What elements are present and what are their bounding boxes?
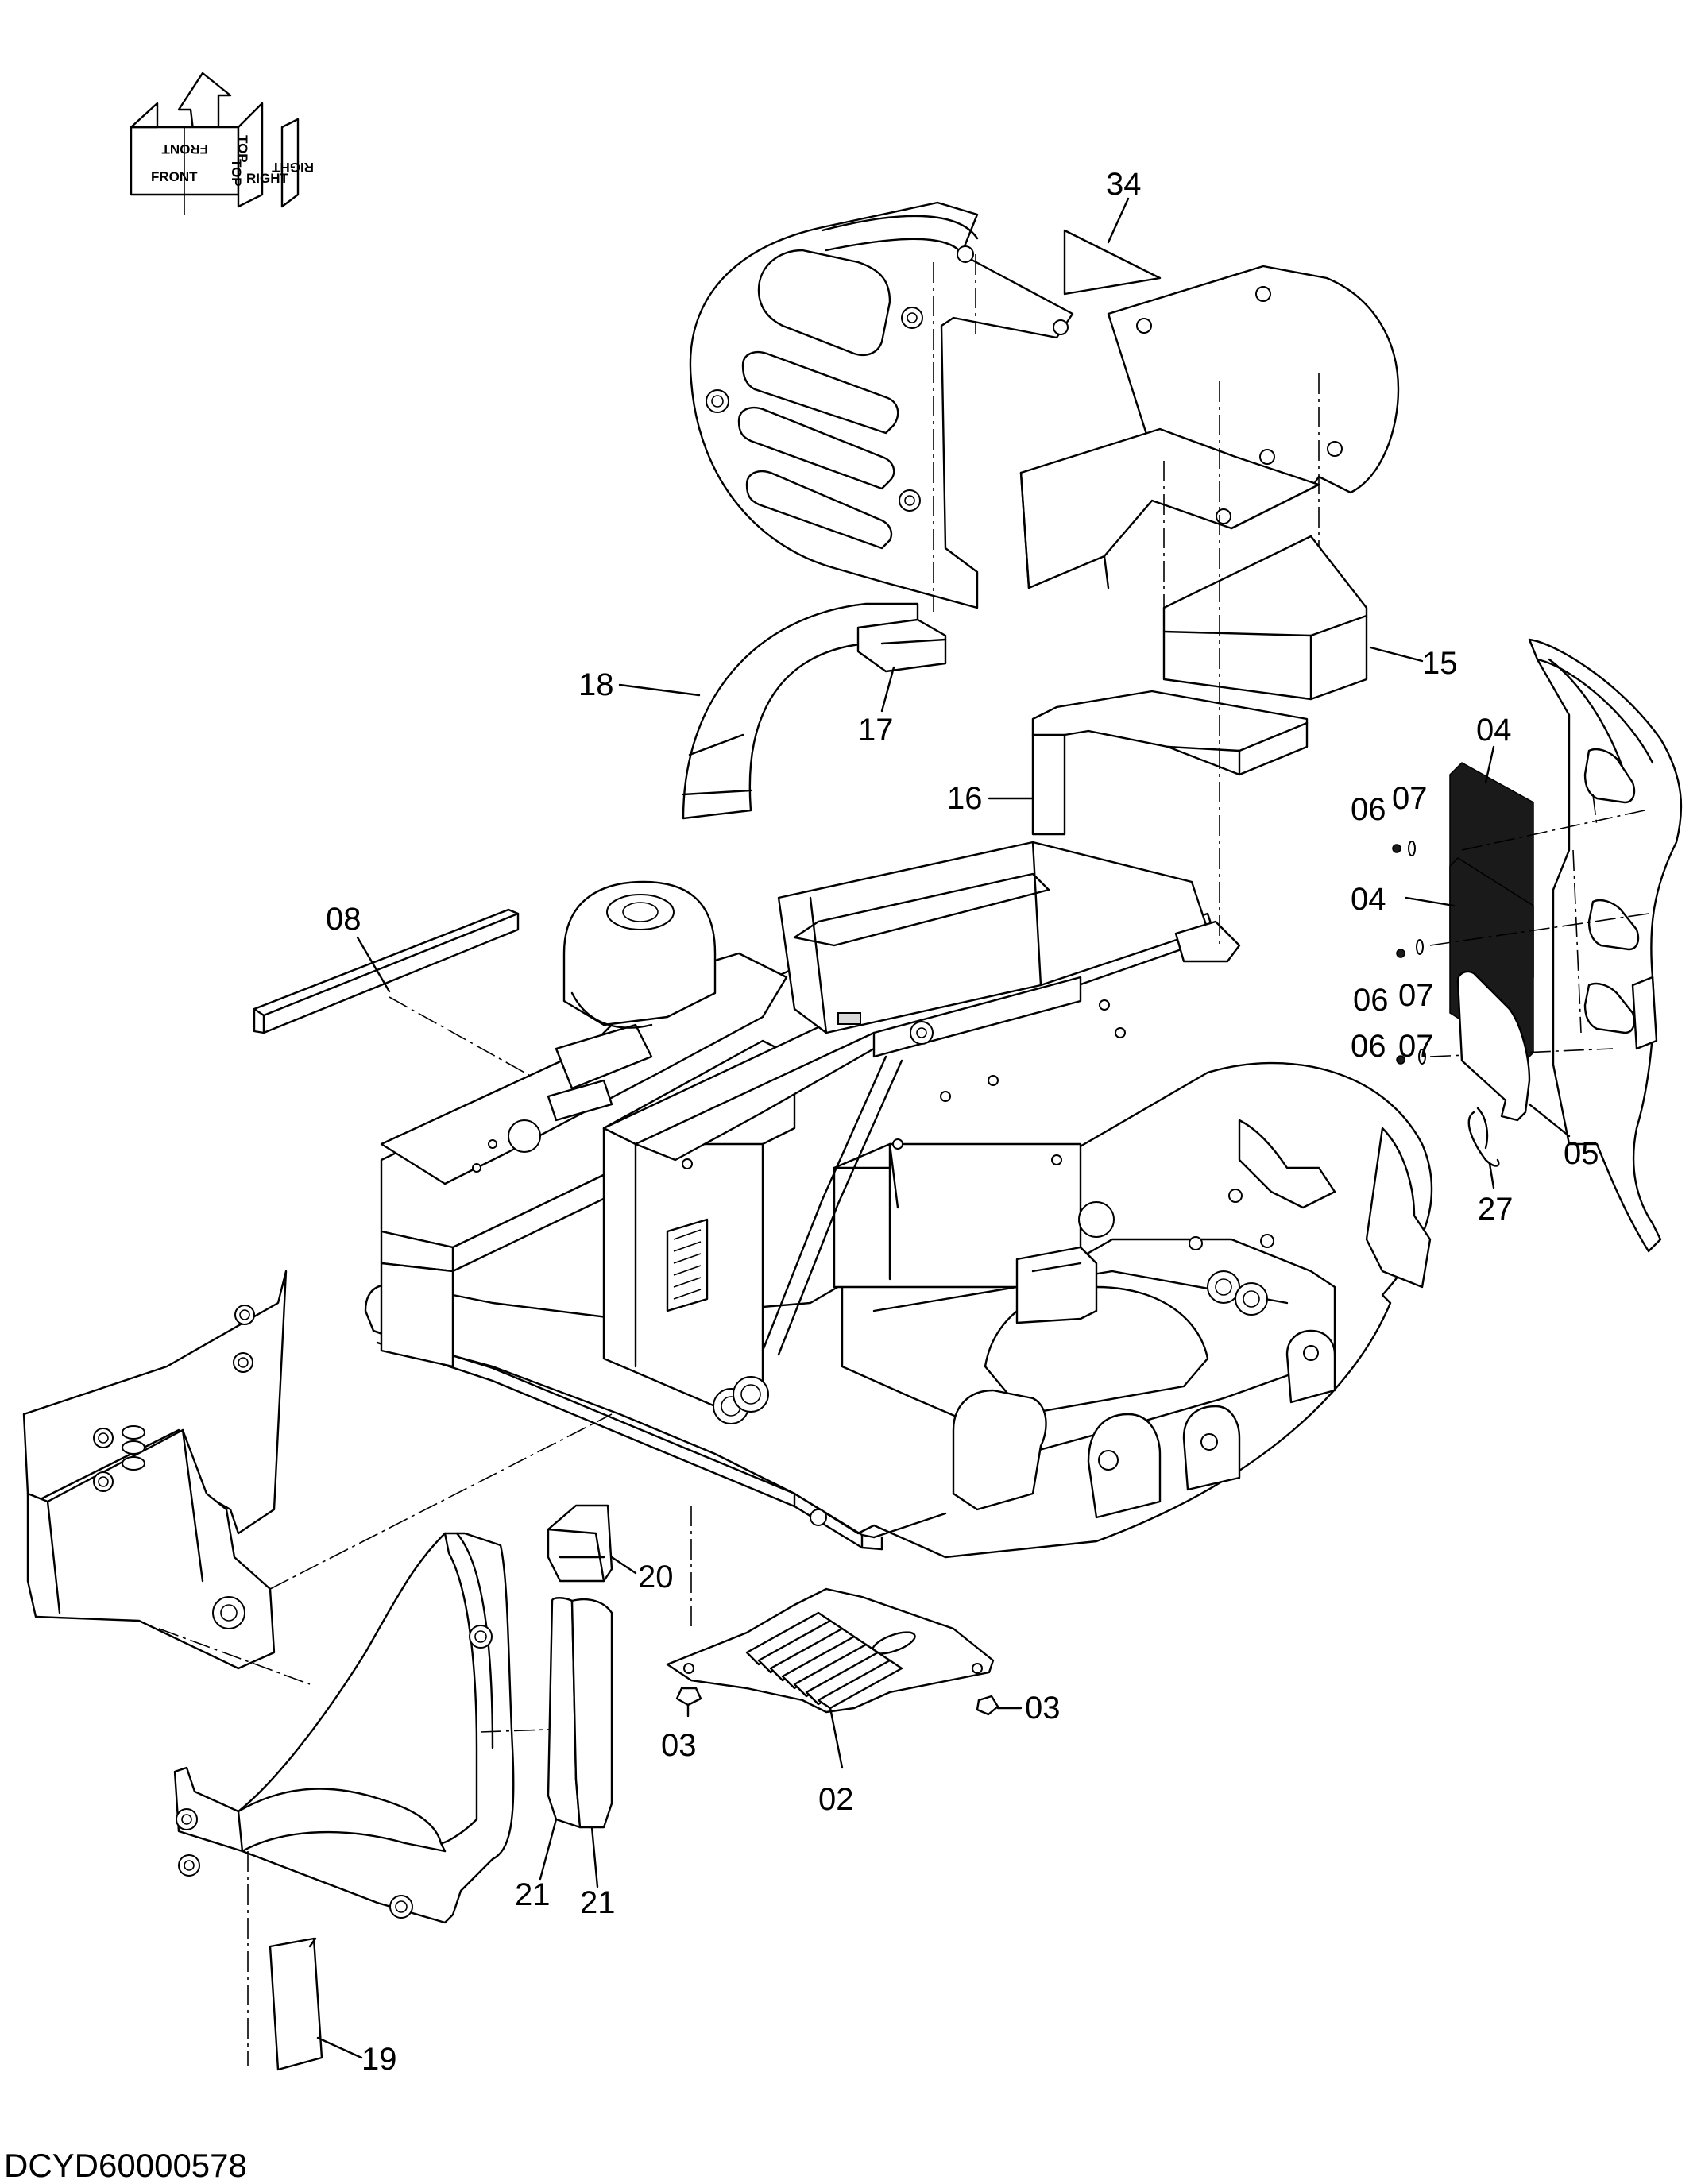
louvres	[745, 1611, 903, 1710]
orientation-label-front: FRONT	[151, 169, 198, 184]
right-side-door	[1528, 638, 1683, 1253]
part-02-under-cover: 02	[666, 1587, 995, 1817]
part-05-plate: 05	[1456, 970, 1599, 1171]
callout-17: 17	[858, 713, 894, 748]
callout-04-lower: 04	[1351, 882, 1386, 917]
callout-21-left: 21	[515, 1877, 551, 1912]
callout-03-right: 03	[1025, 1691, 1061, 1726]
lower-front-cover	[158, 1532, 593, 1924]
main-frame	[364, 381, 1433, 1629]
vent-grille	[673, 1229, 702, 1300]
orientation-label-front-mirror: FRONT	[161, 141, 208, 157]
callout-20: 20	[638, 1560, 674, 1595]
callout-06-middle: 06	[1353, 983, 1389, 1018]
orientation-arrows-icon: FRONT TOP RIGHT FRONT TOP RIGHT	[130, 72, 315, 215]
part-17-pad: 17	[856, 618, 947, 748]
callout-07-middle: 07	[1398, 978, 1434, 1013]
orientation-label-top: TOP	[229, 159, 244, 187]
callout-16: 16	[947, 781, 983, 816]
part-34-plate	[1063, 229, 1162, 296]
rear-hood-cover	[689, 201, 1074, 612]
drawing-code: DCYD60000578	[4, 2147, 247, 2184]
callout-19: 19	[361, 2042, 397, 2077]
part-15-insulation: 15	[1162, 535, 1458, 701]
callout-05: 05	[1564, 1136, 1599, 1171]
fastener-set-lower: 06 07	[1351, 1029, 1614, 1065]
callout-06-lower: 06	[1351, 1029, 1386, 1064]
part-27-clip: 27	[1467, 1107, 1514, 1227]
callout-21-right: 21	[580, 1885, 616, 1920]
part-18-curved-pad: 18	[578, 602, 919, 820]
callout-02: 02	[818, 1782, 854, 1817]
callout-07-upper: 07	[1392, 781, 1428, 816]
callout-27: 27	[1478, 1192, 1514, 1227]
callout-34: 34	[1106, 167, 1142, 202]
callout-03-left: 03	[661, 1728, 697, 1763]
part-03-bolt-left: 03	[661, 1687, 702, 1763]
orientation-label-right: RIGHT	[246, 171, 289, 186]
callout-08: 08	[326, 902, 361, 937]
callout-04-upper: 04	[1476, 713, 1512, 748]
part-16-insulation: 16	[947, 690, 1309, 836]
part-08-bar: 08	[253, 902, 561, 1093]
callout-07-lower: 07	[1398, 1029, 1434, 1064]
front-left-cover	[22, 1270, 613, 1670]
callout-06-upper: 06	[1351, 792, 1386, 827]
callout-15: 15	[1422, 646, 1458, 681]
part-19-pad: 19	[247, 1851, 397, 2077]
part-03-bolt-right: 03	[976, 1691, 1061, 1726]
orientation-label-right-mirror: RIGHT	[272, 160, 315, 175]
part-20-pad: 20	[547, 1504, 674, 1595]
right-upper-cover	[1019, 265, 1400, 651]
fastener-set-middle: 06 07	[1353, 939, 1434, 1018]
orientation-label-top-mirror: TOP	[235, 135, 250, 163]
part-21-pads: 21 21	[515, 1597, 616, 1920]
fastener-set-upper: 06 07	[1351, 781, 1428, 856]
callout-18: 18	[578, 667, 614, 702]
